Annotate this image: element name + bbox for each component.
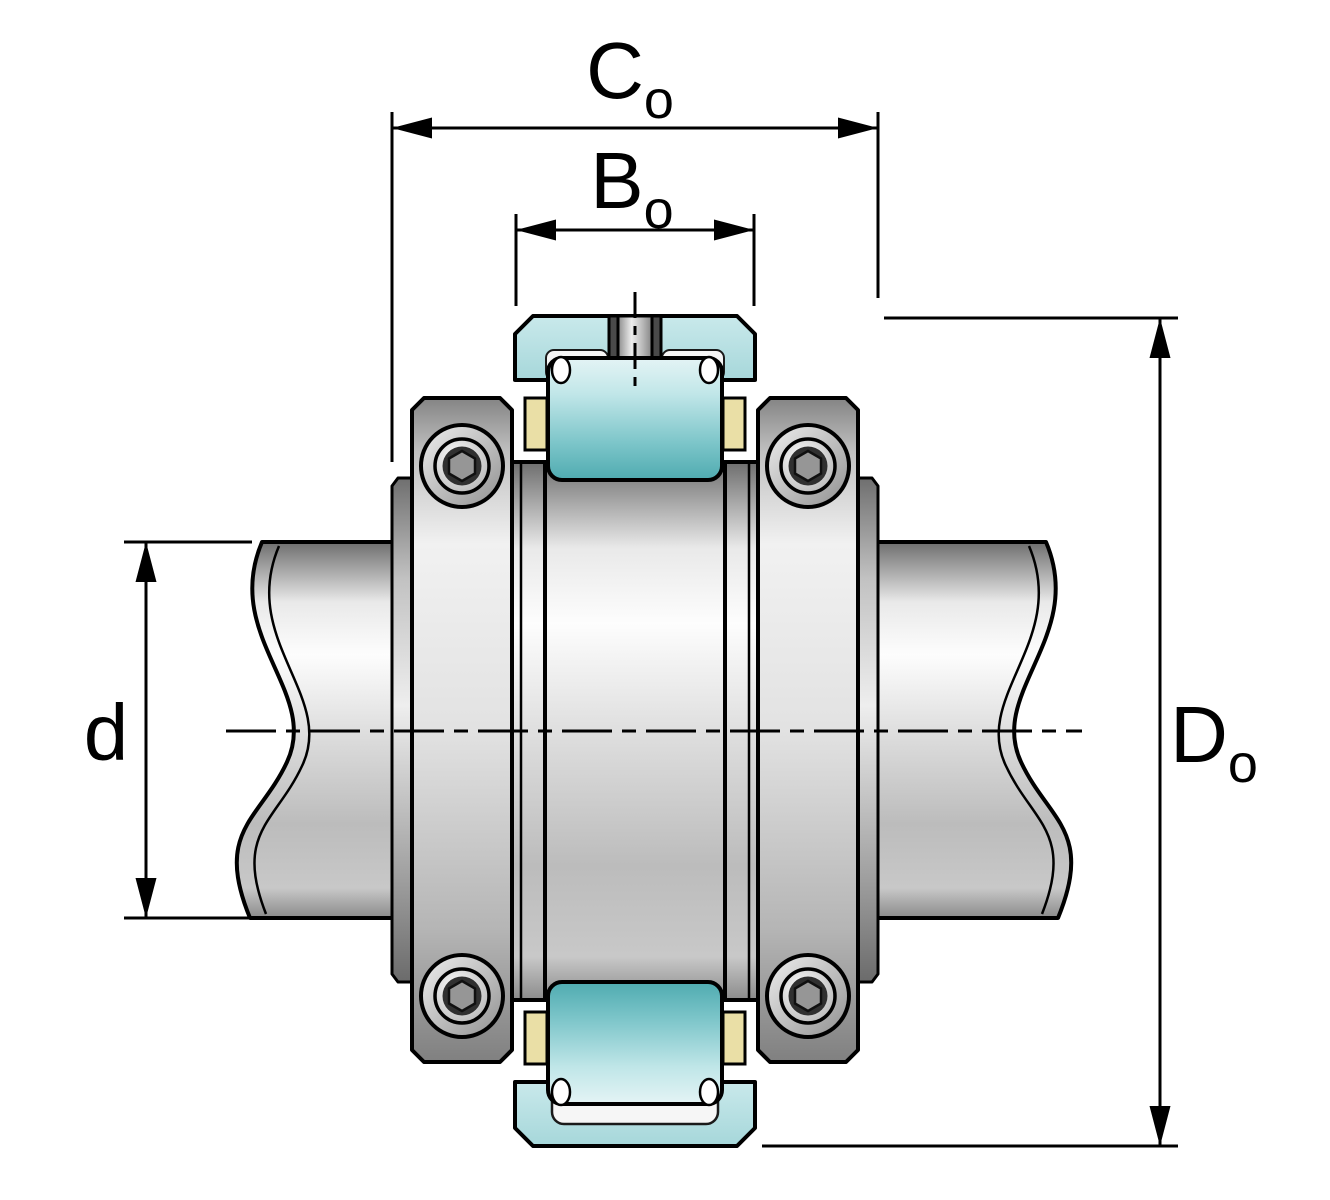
cage-top-left xyxy=(523,396,549,452)
dimension-do: Do xyxy=(762,316,1258,1148)
bearing-cage xyxy=(523,396,747,1066)
lube-hole-bottom-left xyxy=(550,1077,572,1107)
arrowhead-top xyxy=(135,542,157,582)
shaft-left-break-line xyxy=(253,545,311,915)
dimension-label-d: d xyxy=(84,688,129,777)
flange-right xyxy=(756,396,860,1064)
arrowhead-bottom xyxy=(135,878,157,918)
arrowhead-bottom xyxy=(1149,1106,1171,1146)
dimension-d: d xyxy=(84,540,252,920)
arrowhead-right xyxy=(714,219,754,241)
dimension-bo: Bo xyxy=(514,136,756,306)
arrowhead-top xyxy=(1149,318,1171,358)
shaft-right-break-line xyxy=(997,545,1055,915)
cage-bottom-left xyxy=(523,1010,549,1066)
roller-top xyxy=(546,356,724,482)
bearing-cartridge-bottom xyxy=(513,980,757,1148)
bolt-top-right xyxy=(765,423,851,509)
bolt-top-left xyxy=(419,423,505,509)
bearing-cartridge-top xyxy=(513,314,757,482)
dimension-label-co: Co xyxy=(586,26,674,130)
arrowhead-right xyxy=(838,117,878,139)
lube-hole-bottom-right xyxy=(698,1077,720,1107)
cage-bottom-right xyxy=(721,1010,747,1066)
roller-bottom xyxy=(546,980,724,1106)
arrowhead-left xyxy=(516,219,556,241)
lube-hole-top-left xyxy=(550,355,572,385)
bolt-bottom-left xyxy=(419,953,505,1039)
dimension-label-do: Do xyxy=(1170,690,1258,794)
arrowhead-left xyxy=(392,117,432,139)
bolt-bottom-right xyxy=(765,953,851,1039)
lube-hole-top-right xyxy=(698,355,720,385)
dimension-co: Co xyxy=(390,26,880,462)
cage-top-right xyxy=(721,396,747,452)
dimension-label-bo: Bo xyxy=(590,136,673,240)
